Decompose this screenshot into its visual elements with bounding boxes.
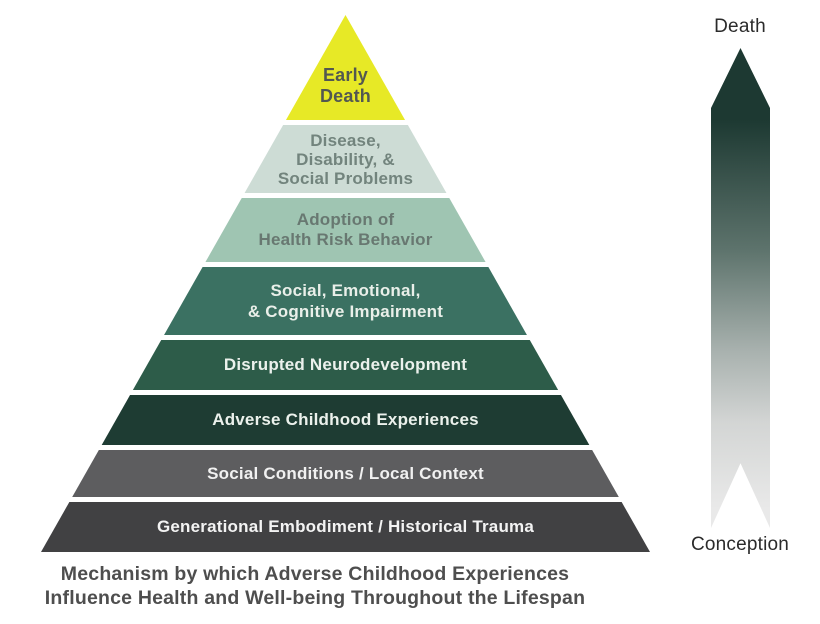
pyramid-tier-social-conditions-local-context: Social Conditions / Local Context	[41, 450, 650, 497]
caption-line1: Mechanism by which Adverse Childhood Exp…	[60, 563, 570, 585]
tier-label: Disease, Disability, & Social Problems	[278, 131, 413, 188]
tier-label: Social Conditions / Local Context	[207, 464, 484, 484]
lifespan-conception-label: Conception	[690, 534, 790, 555]
tier-label-line: & Cognitive Impairment	[247, 302, 444, 321]
tier-label-line: Disease,	[310, 130, 381, 150]
tier-label-line: Early	[322, 65, 369, 85]
tier-label-line: Adoption of	[296, 210, 395, 229]
tier-label-line: Disability, &	[296, 149, 395, 169]
figure-caption: Mechanism by which Adverse Childhood Exp…	[5, 562, 625, 610]
lifespan-gradient-bar	[711, 48, 770, 528]
lifespan-death-label: Death	[714, 16, 766, 37]
tier-label: Disrupted Neurodevelopment	[224, 355, 467, 375]
tier-label-line: Death	[319, 86, 371, 106]
pyramid-tier-early-death: Early Death	[41, 15, 650, 120]
caption-line2: Influence Health and Well-being Througho…	[44, 587, 586, 609]
tier-label-line: Health Risk Behavior	[258, 230, 433, 249]
tier-label: Early Death	[320, 65, 371, 107]
tier-label: Social, Emotional, & Cognitive Impairmen…	[248, 280, 443, 322]
pyramid-tier-generational-embodiment-historical-trauma: Generational Embodiment / Historical Tra…	[41, 502, 650, 552]
tier-label-line: Social Conditions / Local Context	[207, 463, 484, 483]
tier-label-line: Disrupted Neurodevelopment	[223, 355, 468, 374]
pyramid-tier-adoption-health-risk-behavior: Adoption of Health Risk Behavior	[41, 198, 650, 262]
tier-label-line: Adverse Childhood Experiences	[212, 410, 479, 429]
pyramid-tier-social-emotional-cognitive-impairment: Social, Emotional, & Cognitive Impairmen…	[41, 267, 650, 335]
tier-label: Adverse Childhood Experiences	[212, 410, 479, 430]
pyramid: Early Death Disease, Disability, & Socia…	[41, 15, 650, 552]
tier-label-line: Generational Embodiment / Historical Tra…	[156, 517, 535, 536]
tier-label: Adoption of Health Risk Behavior	[258, 210, 432, 250]
tier-label-line: Social, Emotional,	[270, 281, 421, 300]
tier-label: Generational Embodiment / Historical Tra…	[157, 517, 534, 537]
tier-label-line: Social Problems	[277, 168, 414, 188]
pyramid-tier-adverse-childhood-experiences: Adverse Childhood Experiences	[41, 395, 650, 445]
pyramid-tier-disease-disability-social-problems: Disease, Disability, & Social Problems	[41, 125, 650, 193]
pyramid-tier-disrupted-neurodevelopment: Disrupted Neurodevelopment	[41, 340, 650, 390]
